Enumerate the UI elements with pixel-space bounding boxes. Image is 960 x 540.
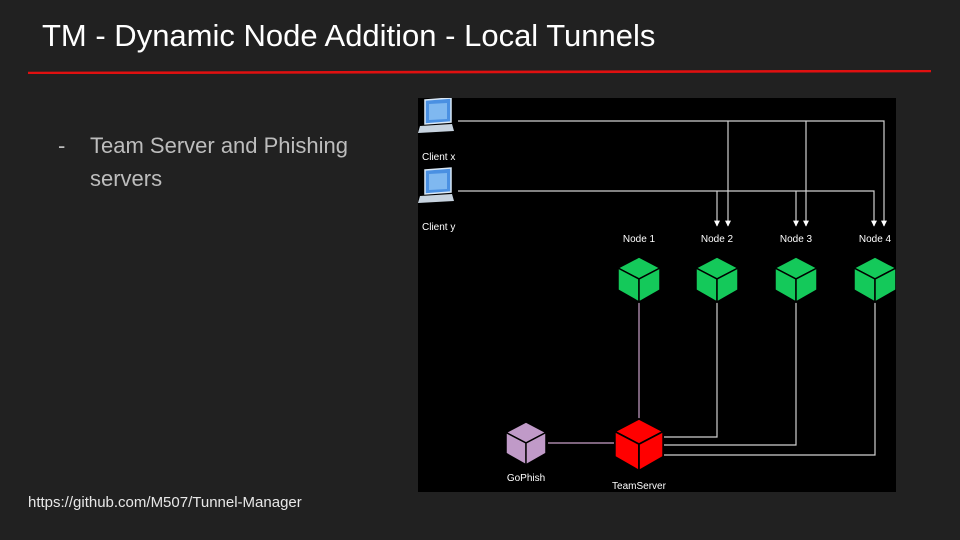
network-diagram: Client x Client y Node 1 Node 2 Node 3 N… — [418, 98, 896, 492]
title-underline — [28, 70, 931, 74]
node-1-cube-icon — [617, 256, 661, 303]
github-link[interactable]: https://github.com/M507/Tunnel-Manager — [28, 494, 302, 511]
gophish-cube-icon — [505, 421, 547, 466]
client-y-label: Client y — [422, 222, 455, 233]
node-4-label: Node 4 — [859, 234, 892, 245]
node-3-cube-icon — [774, 256, 818, 303]
node-3-label: Node 3 — [780, 234, 813, 245]
node-1-label: Node 1 — [623, 234, 656, 245]
node-2-cube-icon — [695, 256, 739, 303]
bullet-text: Team Server and Phishing servers — [90, 133, 349, 191]
client-y-laptop-icon — [418, 167, 454, 203]
bullet-item: - Team Server and Phishing servers — [58, 129, 358, 195]
client-y-connections — [458, 190, 877, 227]
node-2-label: Node 2 — [701, 234, 734, 245]
bullet-marker: - — [58, 133, 66, 158]
teamserver-cube-icon — [613, 417, 665, 472]
teamserver-label: TeamServer — [612, 481, 667, 492]
client-x-connections — [458, 120, 887, 227]
client-x-label: Client x — [422, 152, 455, 163]
client-x-laptop-icon — [418, 98, 454, 133]
gophish-label: GoPhish — [507, 473, 545, 484]
slide-title: TM - Dynamic Node Addition - Local Tunne… — [42, 18, 656, 53]
teamserver-connections — [548, 301, 876, 456]
node-4-cube-icon — [853, 256, 896, 303]
